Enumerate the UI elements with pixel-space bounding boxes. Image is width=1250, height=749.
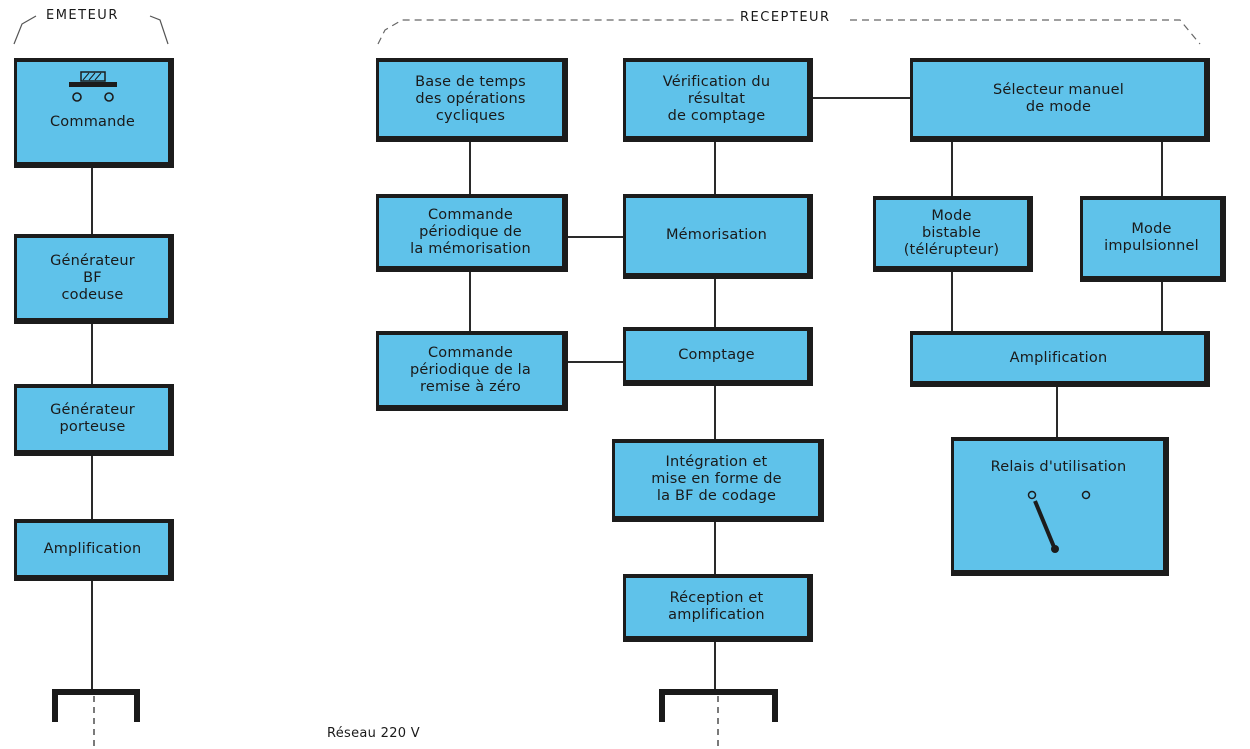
receiver-amplification-label: Amplification [1009,349,1108,366]
generateur-porteuse-label: Générateur porteuse [50,402,135,435]
cmd-raz-label: Commande périodique de la remise à zéro [410,344,531,395]
base-temps-box: Base de temps des opérations cycliques [376,58,568,142]
cmd-memorisation-label: Commande périodique de la mémorisation [410,206,531,257]
reception-box: Réception et amplification [623,574,813,642]
verification-label: Vérification du résultat de comptage [662,73,771,124]
base-temps-label: Base de temps des opérations cycliques [415,73,526,124]
mode-bistable-label: Mode bistable (télérupteur) [903,207,1000,258]
selecteur-box: Sélecteur manuel de mode [910,58,1210,142]
verification-box: Vérification du résultat de comptage [623,58,813,142]
comptage-box: Comptage [623,327,813,386]
selecteur-label: Sélecteur manuel de mode [993,82,1124,115]
mains-plug-icon [52,689,778,722]
receiver-title: RECEPTEUR [734,10,837,25]
integration-box: Intégration et mise en forme de la BF de… [612,439,824,522]
network-label: Réseau 220 V [327,726,420,741]
memorisation-label: Mémorisation [665,227,768,243]
reception-label: Réception et amplification [668,590,765,623]
receiver-bracket [377,19,1201,45]
generateur-bf-label: Générateur BF codeuse [50,252,135,303]
commande-label: Commande [49,114,136,130]
relais-label: Relais d'utilisation [990,459,1127,475]
receiver-amplification-box: Amplification [910,331,1210,387]
generateur-porteuse-box: Générateur porteuse [14,384,174,456]
cmd-memorisation-box: Commande périodique de la mémorisation [376,194,568,272]
comptage-label: Comptage [678,347,755,363]
emitter-amplification-box: Amplification [14,519,174,581]
generateur-bf-box: Générateur BF codeuse [14,234,174,324]
emitter-bracket [13,15,169,45]
commande-box: Commande [14,58,174,168]
emitter-amplification-label: Amplification [43,540,142,557]
cmd-raz-box: Commande périodique de la remise à zéro [376,331,568,411]
integration-label: Intégration et mise en forme de la BF de… [651,454,782,504]
relais-box: Relais d'utilisation [951,437,1169,576]
relay-switch-icon [1027,490,1091,553]
mode-impulsionnel-label: Mode impulsionnel [1104,221,1199,254]
memorisation-box: Mémorisation [623,194,813,279]
mode-bistable-box: Mode bistable (télérupteur) [873,196,1033,272]
push-button-icon [68,71,117,102]
mode-impulsionnel-box: Mode impulsionnel [1080,196,1226,282]
emitter-title: EMETEUR [40,8,125,23]
